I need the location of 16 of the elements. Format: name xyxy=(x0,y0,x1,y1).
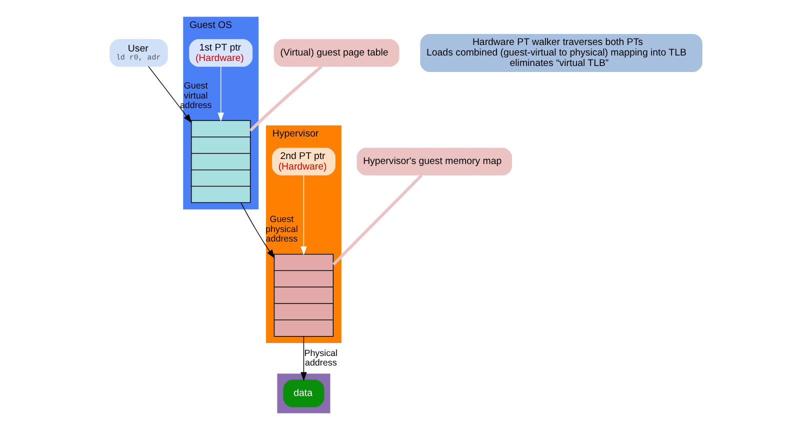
node-box: 2nd PT ptr (Hardware) xyxy=(272,148,336,176)
arrow xyxy=(300,336,307,382)
connector xyxy=(332,174,423,266)
node-box: Hypervisor's guest memory map xyxy=(356,148,512,176)
arrow xyxy=(300,174,307,256)
edge-label: Physical address xyxy=(304,348,338,368)
edge-label: Guest physical address xyxy=(266,214,298,244)
node-box: (Virtual) guest page table xyxy=(274,39,400,67)
arrow xyxy=(218,66,224,122)
arrow xyxy=(240,202,275,258)
cluster xyxy=(277,374,330,414)
node-box: data xyxy=(283,380,324,408)
node-box: 1st PT ptr (Hardware) xyxy=(189,39,253,67)
connector xyxy=(249,65,323,132)
arrow xyxy=(148,66,192,124)
node-box: Hardware PT walker traverses both PTs Loads combined (guest-virtual to physical) mapping into TLB eliminates “virtual TLB” xyxy=(420,34,702,72)
